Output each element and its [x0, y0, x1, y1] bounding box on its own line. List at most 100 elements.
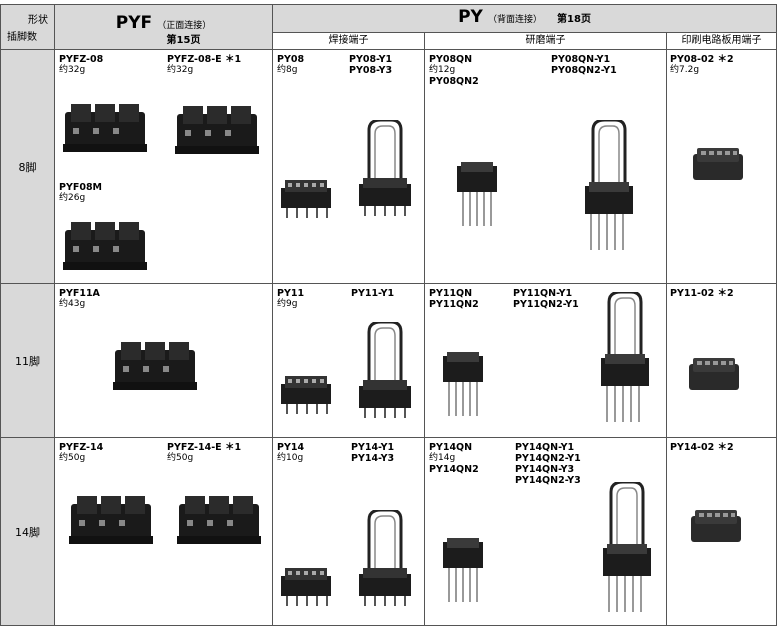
cell-11pin-wrap: PY11QN PY11QN2 PY11QN-Y1 PY11QN2-Y1	[424, 283, 667, 438]
pcb-socket-image	[691, 510, 741, 542]
wrap-clip-socket-image	[583, 120, 635, 252]
cell-14pin-wrap: PY14QN 约14g PY14QN2 PY14QN-Y1 PY14QN2-Y1…	[424, 437, 667, 626]
row-label-11pin: 11脚	[0, 283, 55, 438]
weight-label: 约50g	[167, 453, 194, 463]
product-py11-y1: PY11-Y1	[351, 288, 395, 299]
clip-socket-image	[357, 322, 413, 420]
model-label: PY08QN2	[429, 76, 479, 87]
din-socket-image	[69, 496, 153, 544]
product-pyfz-14: PYFZ-14 约50g	[59, 442, 103, 464]
model-label: PY08	[277, 54, 305, 65]
model-label: PYFZ-14-E ＊1	[167, 442, 242, 453]
clip-socket-image	[357, 120, 413, 218]
wrap-socket-image	[442, 352, 484, 417]
product-pyfz-08: PYFZ-08 约32g	[59, 54, 103, 76]
din-socket-image	[63, 104, 147, 152]
model-label: PYFZ-08-E ＊1	[167, 54, 242, 65]
din-socket-image	[63, 222, 147, 270]
product-py11qn-y1: PY11QN-Y1 PY11QN2-Y1	[513, 288, 579, 310]
product-py08: PY08 约8g	[277, 54, 304, 76]
small-socket-image	[280, 567, 332, 607]
weight-label: 约12g	[429, 65, 456, 75]
weight-label: 约32g	[59, 65, 86, 75]
small-socket-image	[280, 179, 332, 219]
product-py11: PY11 约9g	[277, 288, 304, 310]
model-label: PY11	[277, 288, 305, 299]
din-socket-image	[177, 496, 261, 544]
product-pyfz-14-e: PYFZ-14-E ＊1 约50g	[167, 442, 241, 464]
wrap-socket-image	[442, 538, 484, 603]
model-label: PY08QN	[429, 54, 473, 65]
py-subtitle: （背面连接）	[487, 15, 542, 25]
weight-label: 约9g	[277, 299, 298, 309]
product-py08-y: PY08-Y1 PY08-Y3	[349, 54, 393, 76]
cell-11pin-pcb: PY11-02 ＊2	[665, 283, 778, 438]
cell-8pin-wrap: PY08QN 约12g PY08QN2 PY08QN-Y1 PY08QN2-Y1	[424, 49, 667, 284]
din-socket-image	[175, 106, 259, 154]
din-socket-image	[113, 342, 197, 390]
wrap-clip-socket-image	[601, 482, 653, 614]
col-header-pcb: 印刷电路板用端子	[665, 31, 778, 51]
cell-8pin-pcb: PY08-02 ＊2 约7.2g	[665, 49, 778, 284]
product-py14-02: PY14-02 ＊2	[670, 442, 734, 453]
socket-spec-table: 形状 插脚数 PYF （正面连接） 第15页 PY （背面连接） 第18页 焊接…	[0, 4, 778, 626]
py-header-cell: PY （背面连接） 第18页	[271, 4, 778, 33]
pyf-subtitle: （正面连接）	[157, 21, 212, 31]
product-pyfz-08-e: PYFZ-08-E ＊1 约32g	[167, 54, 241, 76]
product-py11qn: PY11QN PY11QN2	[429, 288, 479, 310]
cell-14pin-solder: PY14 约10g PY14-Y1 PY14-Y3	[272, 437, 425, 626]
model-label: PYF11A	[59, 288, 100, 299]
weight-label: 约32g	[167, 65, 194, 75]
col-header-solder: 焊接端子	[272, 31, 425, 51]
weight-label: 约8g	[277, 65, 298, 75]
product-py11-02: PY11-02 ＊2	[670, 288, 734, 299]
pin-count-header: 插脚数	[7, 32, 37, 43]
row-label-8pin: 8脚	[0, 49, 55, 284]
model-label: PYF08M	[59, 182, 103, 193]
model-label: PYFZ-08	[59, 54, 104, 65]
pyf-header-cell: PYF （正面连接） 第15页	[54, 4, 273, 50]
pcb-socket-image	[689, 358, 739, 390]
weight-label: 约26g	[59, 193, 86, 203]
model-label: PY11-02 ＊2	[670, 288, 734, 299]
model-label: PY14QN2	[429, 464, 479, 475]
weight-label: 约7.2g	[670, 65, 700, 75]
pcb-socket-image	[693, 148, 743, 180]
cell-11pin-solder: PY11 约9g PY11-Y1	[272, 283, 425, 438]
cell-8pin-pyf: PYFZ-08 约32g PYFZ-08-E ＊1 约32g PYF08M 约2…	[54, 49, 273, 284]
wrap-socket-image	[456, 162, 498, 227]
cell-8pin-solder: PY08 约8g PY08-Y1 PY08-Y3	[272, 49, 425, 284]
product-py14qn: PY14QN 约14g PY14QN2	[429, 442, 479, 475]
product-py14-y: PY14-Y1 PY14-Y3	[351, 442, 395, 464]
row-label-14pin: 14脚	[0, 437, 55, 626]
model-label: PY14-02 ＊2	[670, 442, 734, 453]
product-py14: PY14 约10g	[277, 442, 304, 464]
model-label: PYFZ-14	[59, 442, 104, 453]
product-pyf08m: PYF08M 约26g	[59, 182, 102, 204]
weight-label: 约14g	[429, 453, 456, 463]
cell-14pin-pyf: PYFZ-14 约50g PYFZ-14-E ＊1 约50g	[54, 437, 273, 626]
product-py08-02: PY08-02 ＊2 约7.2g	[670, 54, 734, 76]
model-label: PY14	[277, 442, 305, 453]
small-socket-image	[280, 375, 332, 415]
weight-label: 约10g	[277, 453, 304, 463]
weight-label: 约43g	[59, 299, 86, 309]
weight-label: 约50g	[59, 453, 86, 463]
col-header-wrap: 研磨端子	[424, 31, 667, 51]
pyf-page-ref: 第15页	[166, 35, 201, 46]
py-title: PY	[458, 7, 483, 27]
product-pyf11a: PYF11A 约43g	[59, 288, 100, 310]
header-corner-cell: 形状 插脚数	[0, 4, 55, 50]
product-py14qn-y: PY14QN-Y1 PY14QN2-Y1 PY14QN-Y3 PY14QN2-Y…	[515, 442, 581, 486]
product-py08qn: PY08QN 约12g PY08QN2	[429, 54, 479, 87]
shape-header: 形状	[28, 15, 48, 26]
pyf-title: PYF	[115, 13, 153, 33]
model-label: PY08-02 ＊2	[670, 54, 734, 65]
cell-11pin-pyf: PYF11A 约43g	[54, 283, 273, 438]
py-page-ref: 第18页	[557, 14, 591, 25]
model-label: PY14QN	[429, 442, 473, 453]
wrap-clip-socket-image	[599, 292, 651, 424]
cell-14pin-pcb: PY14-02 ＊2	[665, 437, 778, 626]
clip-socket-image	[357, 510, 413, 608]
